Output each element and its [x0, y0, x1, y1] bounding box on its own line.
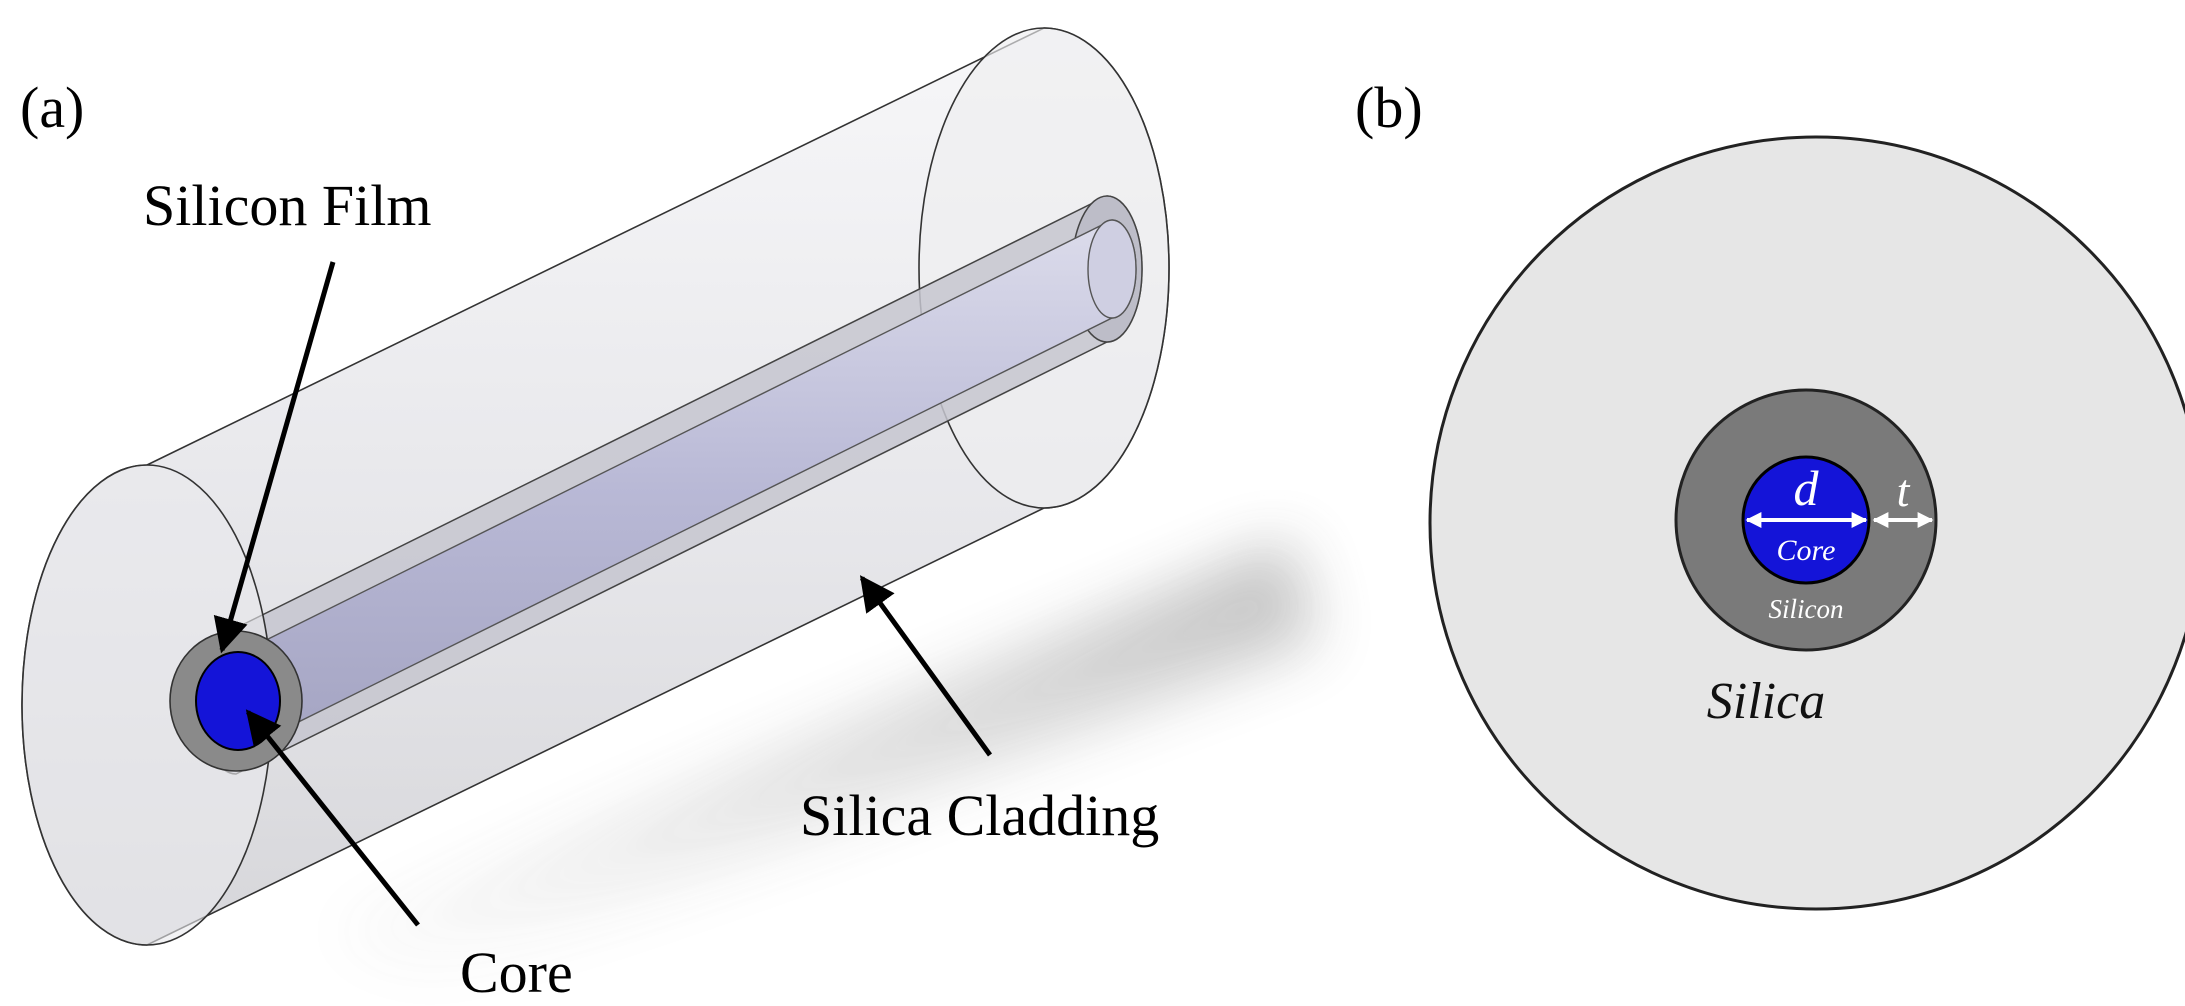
panel-a-3d-view: (a) Silicon Film Core Silica Cladding — [20, 27, 1320, 1005]
panel-a-label: (a) — [20, 75, 84, 140]
cladding-shadow — [330, 540, 1320, 990]
core-arrow — [245, 709, 420, 927]
core-rod-far-end — [1087, 219, 1137, 319]
core-text: Core — [1777, 534, 1836, 567]
silica-cladding-label: Silica Cladding — [800, 783, 1159, 848]
silica-cladding-arrow — [859, 575, 993, 757]
silicon-film-label: Silicon Film — [143, 173, 431, 238]
silica-text: Silica — [1707, 673, 1825, 730]
core-label: Core — [460, 940, 573, 1005]
panel-b-cross-section: (b) d t Core Silicon Silica — [1355, 75, 2185, 911]
film-thickness-symbol: t — [1897, 465, 1911, 516]
silicon-film-arrow — [213, 261, 336, 654]
panel-b-label: (b) — [1355, 75, 1423, 140]
core-diameter-symbol: d — [1794, 460, 1820, 516]
silicon-text: Silicon — [1769, 594, 1844, 624]
